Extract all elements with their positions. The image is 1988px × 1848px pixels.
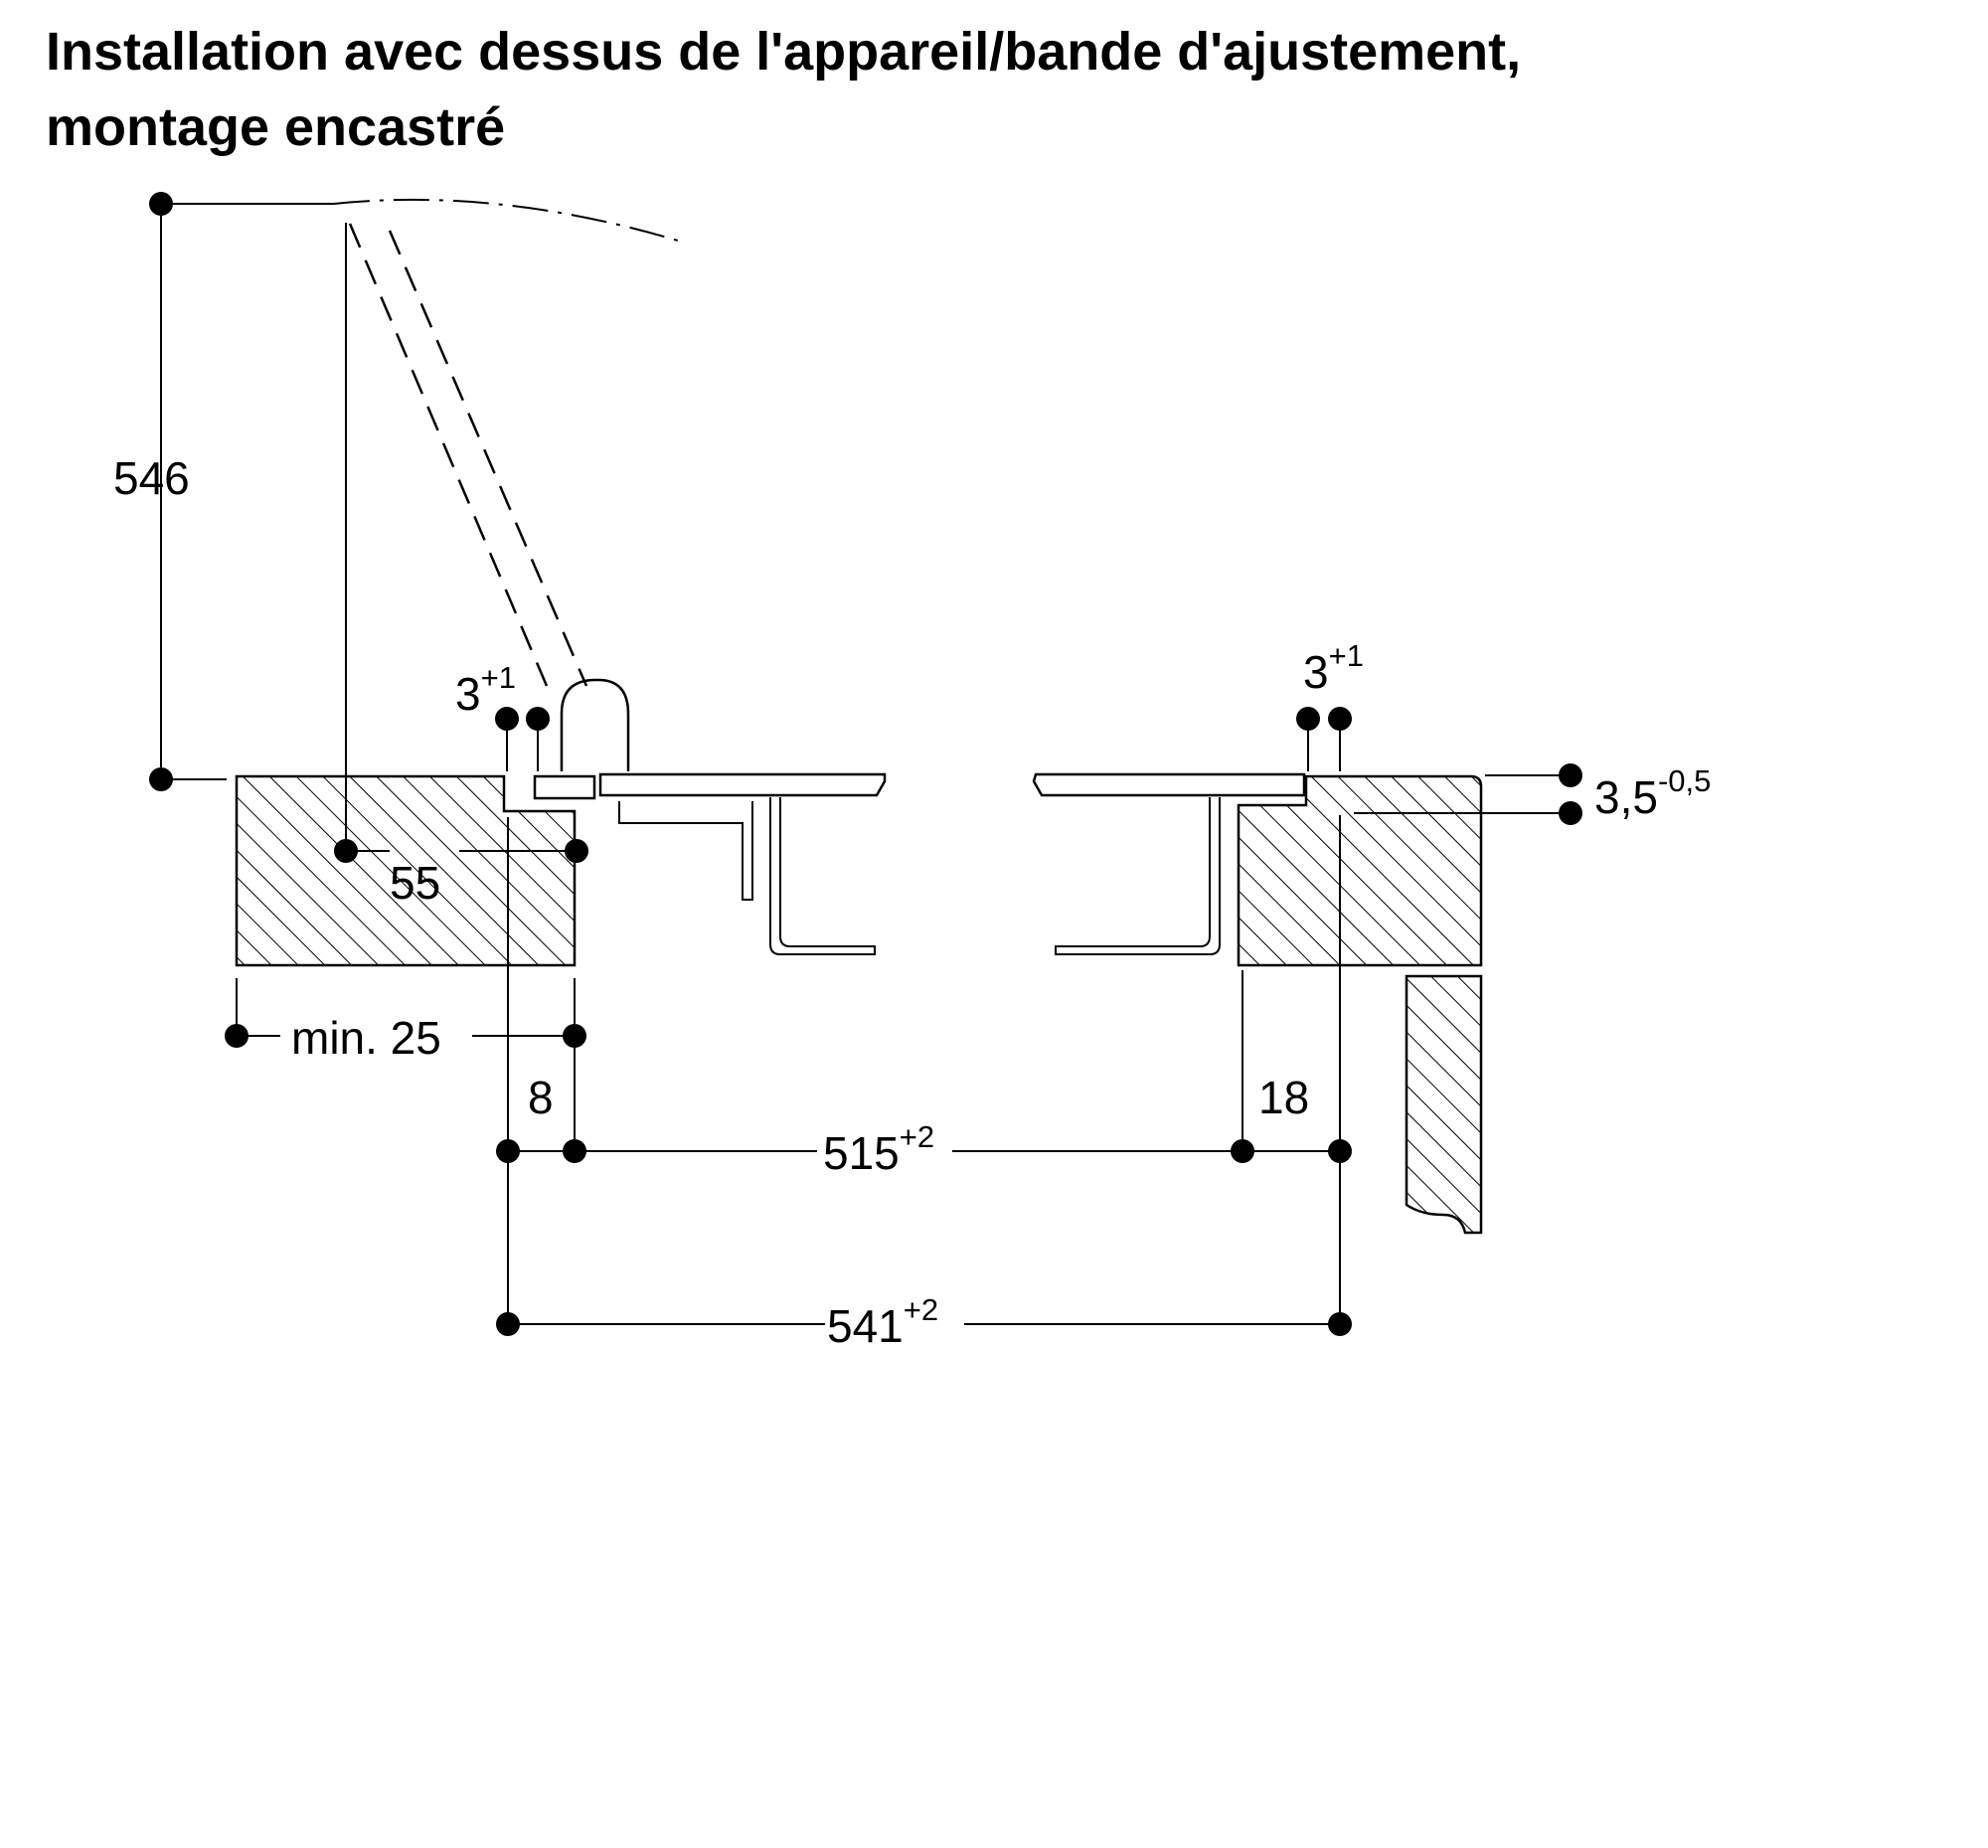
title-line-1: Installation avec dessus de l'appareil/b… (46, 22, 1522, 82)
dim-dot (149, 192, 173, 216)
dimension-dots (149, 192, 1582, 1336)
dim-dot (563, 1024, 586, 1048)
appliance-top-left (598, 772, 887, 797)
dim-dot (496, 1139, 520, 1163)
dim-label-min-25: min. 25 (291, 1012, 441, 1064)
trim-strip-left (533, 774, 596, 800)
dim-dot (1328, 707, 1352, 731)
worktop-right-section (1237, 774, 1483, 967)
dim-label-515: 515+2 (823, 1119, 934, 1179)
hinge (560, 678, 630, 771)
dim-label-546: 546 (113, 452, 190, 504)
dim-dot (1328, 1139, 1352, 1163)
lid-open-position (348, 223, 588, 687)
appliance-bracket-right (1055, 797, 1221, 955)
dim-dot (334, 839, 358, 863)
dim-dot (526, 707, 550, 731)
dim-label-gap-left: 3+1 (455, 660, 516, 720)
appliance-bracket-left (618, 797, 876, 955)
lid-swing-arc (333, 198, 679, 242)
page-title: Installation avec dessus de l'appareil/b… (46, 14, 1934, 165)
dim-dot (565, 839, 588, 863)
dim-dot (1231, 1139, 1254, 1163)
dim-label-18: 18 (1258, 1072, 1309, 1123)
dim-label-gap-right: 3+1 (1303, 638, 1364, 698)
dim-label-541: 541+2 (827, 1292, 938, 1352)
dim-dot (225, 1024, 248, 1048)
appliance-top-right (1032, 772, 1306, 797)
title-line-2: montage encastré (46, 97, 506, 157)
dim-dot (1328, 1312, 1352, 1336)
dim-dot (1296, 707, 1320, 731)
dim-dot (1559, 763, 1582, 787)
dim-dot (496, 1312, 520, 1336)
dim-dot (149, 767, 173, 791)
dim-label-55: 55 (390, 857, 440, 909)
dim-dot (563, 1139, 586, 1163)
worktop-left-section (235, 774, 577, 967)
dim-dot (1559, 801, 1582, 825)
cabinet-side-panel (1405, 974, 1483, 1235)
dim-dot (495, 707, 519, 731)
dim-label-8: 8 (528, 1072, 554, 1123)
dimension-lines (160, 203, 1571, 1325)
dim-label-flush-depth: 3,5-0,5 (1594, 763, 1711, 823)
